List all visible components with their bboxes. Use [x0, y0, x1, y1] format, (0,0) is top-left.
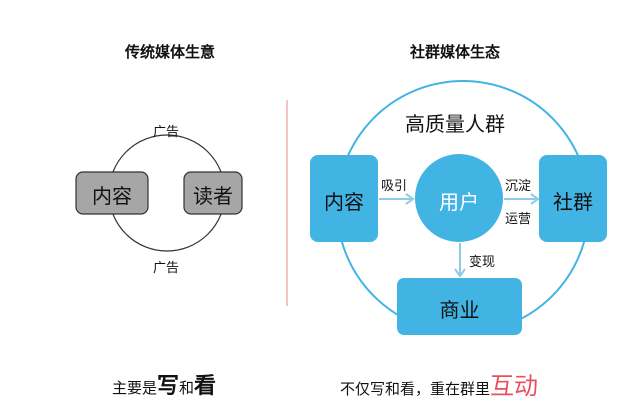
left-reader-label: 读者 — [193, 184, 233, 208]
right-community-box — [539, 155, 607, 242]
right-content-box — [310, 155, 378, 242]
left-reader-box — [183, 171, 243, 215]
operate-label: 运营 — [505, 212, 532, 227]
right-content-label: 内容 — [324, 190, 364, 214]
right-caption: 不仅写和看，重在群里互动 — [340, 366, 538, 401]
right-business-box — [397, 278, 522, 335]
left-title: 传统媒体生意 — [125, 43, 216, 61]
business-label: 商业 — [439, 298, 480, 322]
arrow-attract — [379, 193, 415, 205]
arrow-settle — [504, 193, 540, 205]
right-caption-highlight: 互动 — [490, 372, 539, 400]
left-caption-write: 写 — [157, 374, 180, 399]
left-content-label: 内容 — [92, 184, 132, 208]
right-caption-prefix: 不仅写和看，重在群里 — [340, 380, 491, 398]
arrow-monetize — [454, 243, 466, 278]
left-caption-and: 和 — [179, 379, 195, 397]
left-edge-top-label: 广告 — [153, 125, 180, 140]
settle-label: 沉淀 — [505, 179, 532, 194]
right-title: 社群媒体生态 — [410, 43, 501, 61]
left-edge-bottom-label: 广告 — [153, 261, 180, 276]
community-label: 社群 — [553, 190, 593, 214]
users-label: 用户 — [439, 190, 479, 214]
attract-label: 吸引 — [381, 179, 408, 194]
left-content-box — [75, 171, 149, 215]
left-caption-prefix: 主要是 — [112, 379, 158, 397]
left-caption-read: 看 — [194, 374, 217, 399]
left-caption: 主要是写和看 — [112, 368, 216, 400]
ring-label: 高质量人群 — [405, 112, 505, 136]
monetize-label: 变现 — [469, 255, 496, 270]
right-users-circle — [415, 154, 503, 242]
